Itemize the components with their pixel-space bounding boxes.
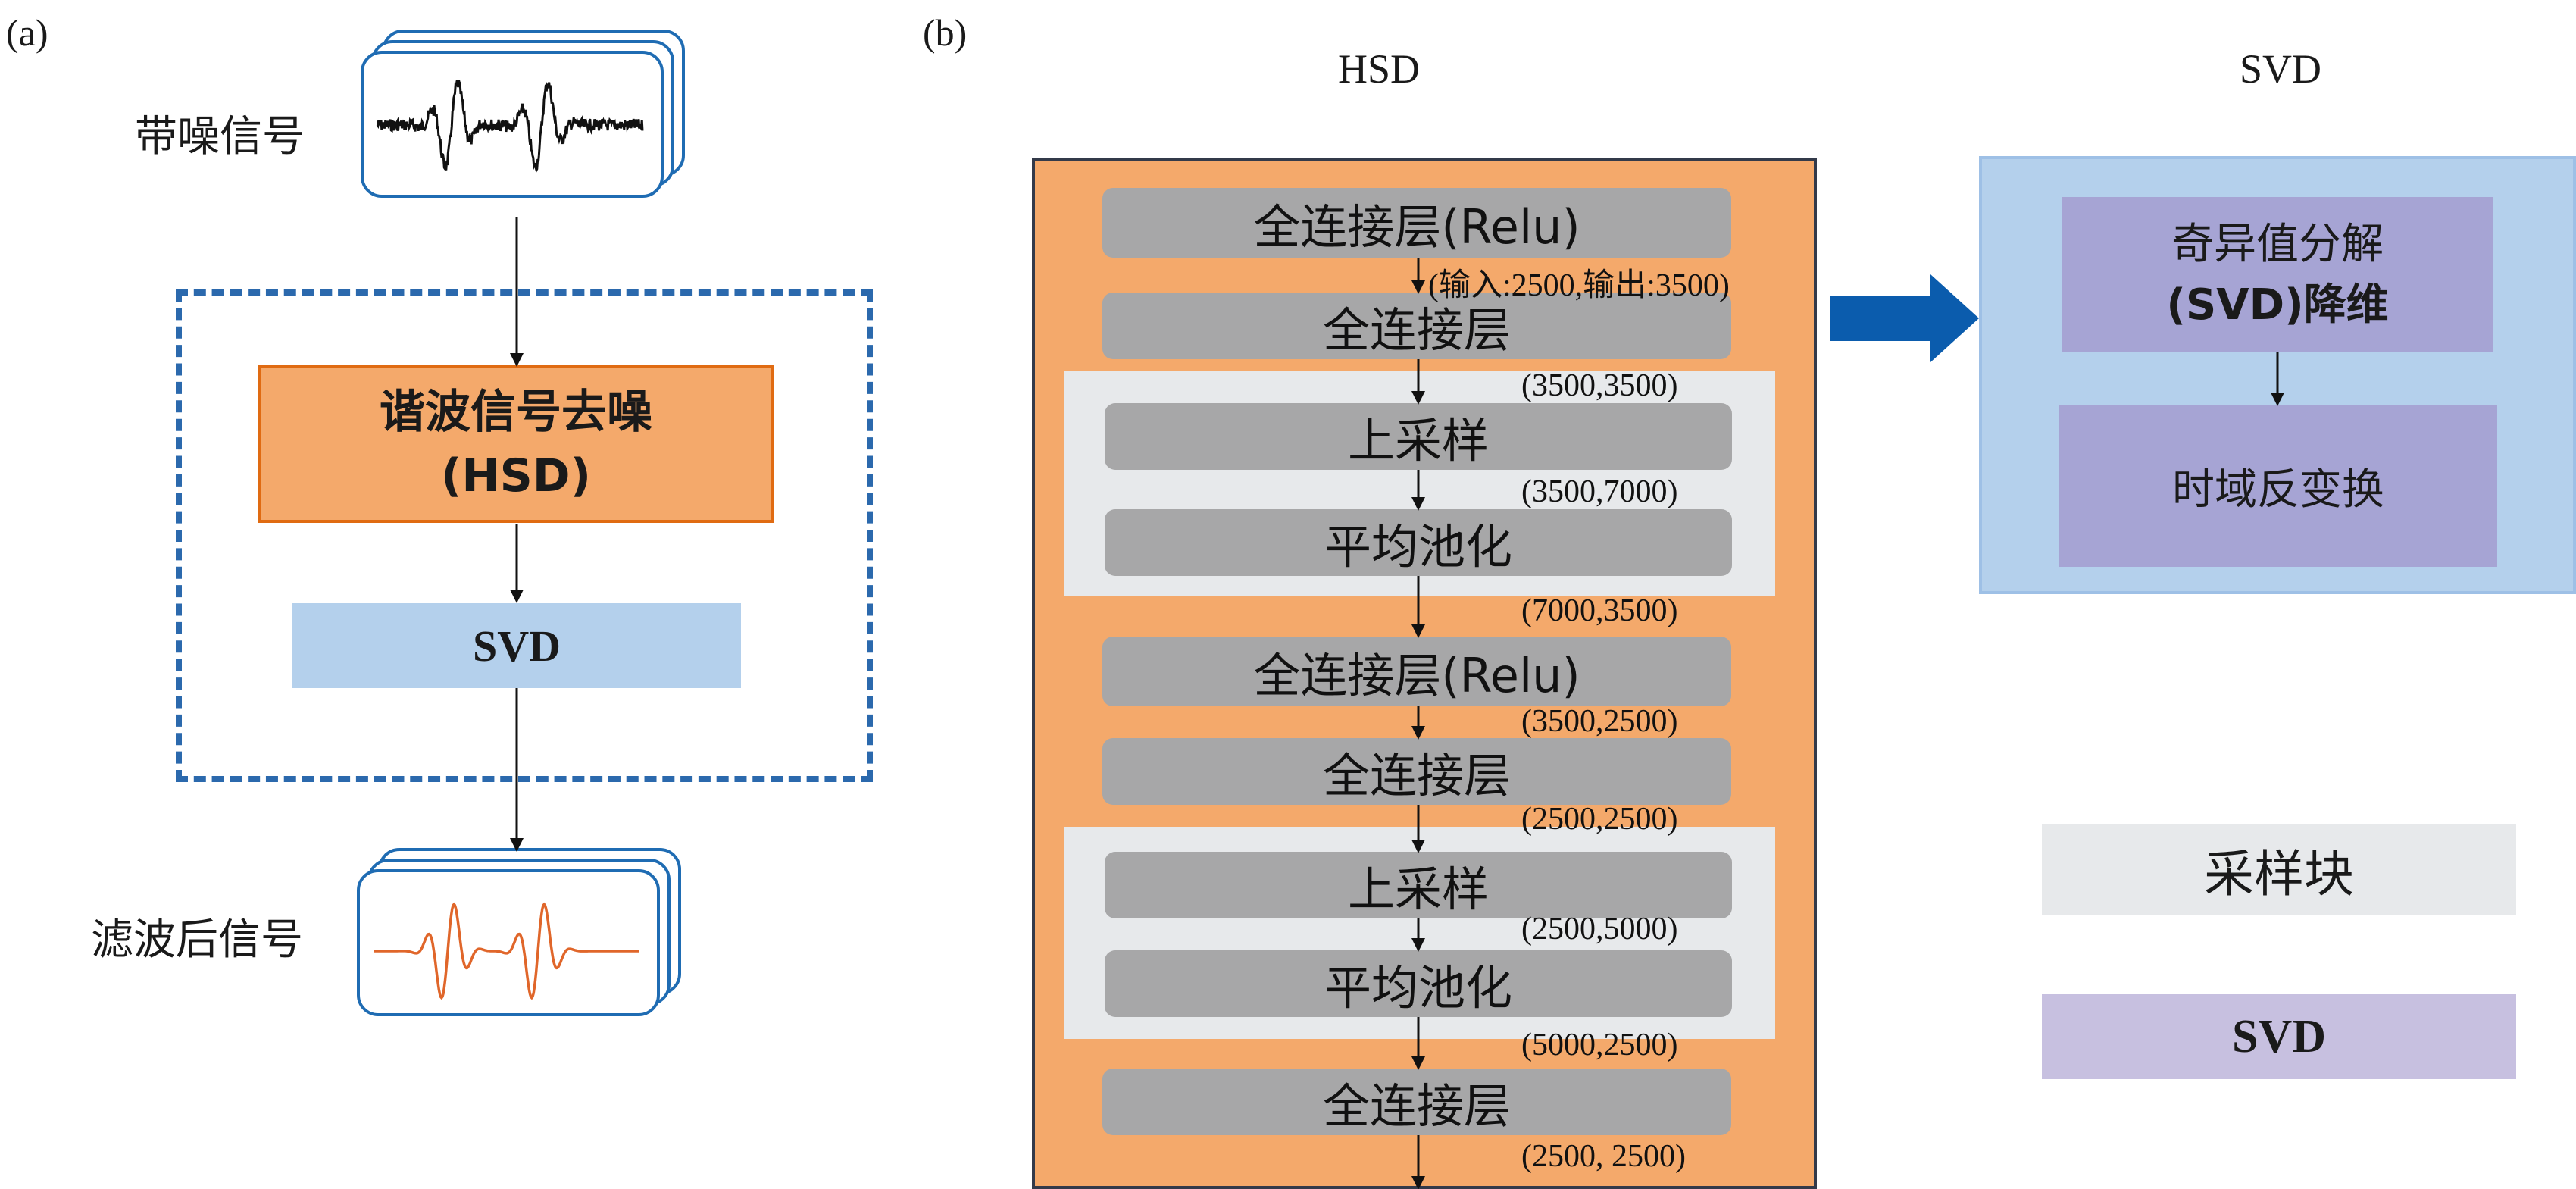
denoise-group-border — [176, 289, 873, 782]
filtered-signal-label: 滤波后信号 — [91, 915, 303, 965]
dim-label-3: (3500,7000) — [1521, 474, 1678, 509]
filtered-waveform — [374, 902, 639, 1000]
layer-upsample-2: 上采样 — [1105, 852, 1732, 918]
layer-fc-3: 全连接层 — [1102, 1069, 1731, 1135]
layer-avgpool-1: 平均池化 — [1105, 509, 1732, 576]
layer-fc-relu-1: 全连接层(Relu) — [1102, 188, 1731, 258]
svd-box: SVD — [292, 603, 741, 688]
inverse-transform-box: 时域反变换 — [2059, 405, 2497, 567]
dim-label-5: (3500,2500) — [1521, 704, 1678, 739]
panel-b-label: (b) — [923, 11, 968, 54]
dim-label-6: (2500,2500) — [1521, 802, 1678, 837]
hsd-to-svd-block-arrow — [1830, 274, 1979, 362]
filtered-signal-stack — [357, 848, 681, 1016]
layer-fc-relu-2: 全连接层(Relu) — [1102, 637, 1731, 706]
layer-fc-1: 全连接层 — [1102, 293, 1731, 359]
hsd-box-abbr: (HSD) — [440, 449, 592, 502]
dim-label-8: (5000,2500) — [1521, 1028, 1678, 1062]
noisy-signal-stack — [361, 30, 685, 198]
hsd-box-title: 谐波信号去噪 — [380, 386, 652, 439]
svd-decomposition-title: 奇异值分解 — [2171, 219, 2384, 269]
dim-label-1: (输入:2500,输出:3500) — [1428, 268, 1730, 303]
svd-column-title: SVD — [2239, 46, 2322, 92]
panel-a-label: (a) — [6, 11, 48, 54]
noisy-waveform — [376, 80, 644, 174]
legend-svd: SVD — [2042, 994, 2516, 1079]
layer-fc-2: 全连接层 — [1102, 738, 1731, 805]
hsd-box: 谐波信号去噪 (HSD) — [258, 365, 774, 523]
dim-label-7: (2500,5000) — [1521, 912, 1678, 947]
hsd-column-title: HSD — [1337, 46, 1421, 92]
dim-label-9: (2500, 2500) — [1521, 1139, 1686, 1174]
layer-avgpool-2: 平均池化 — [1105, 950, 1732, 1017]
dim-label-4: (7000,3500) — [1521, 593, 1678, 628]
layer-upsample-1: 上采样 — [1105, 403, 1732, 470]
svd-reduction-label: (SVD)降维 — [2166, 280, 2389, 330]
legend-sampling-block: 采样块 — [2042, 824, 2516, 915]
noisy-signal-label: 带噪信号 — [135, 112, 305, 161]
dim-label-2: (3500,3500) — [1521, 368, 1678, 403]
svd-decomposition-box: 奇异值分解 (SVD)降维 — [2062, 197, 2493, 352]
